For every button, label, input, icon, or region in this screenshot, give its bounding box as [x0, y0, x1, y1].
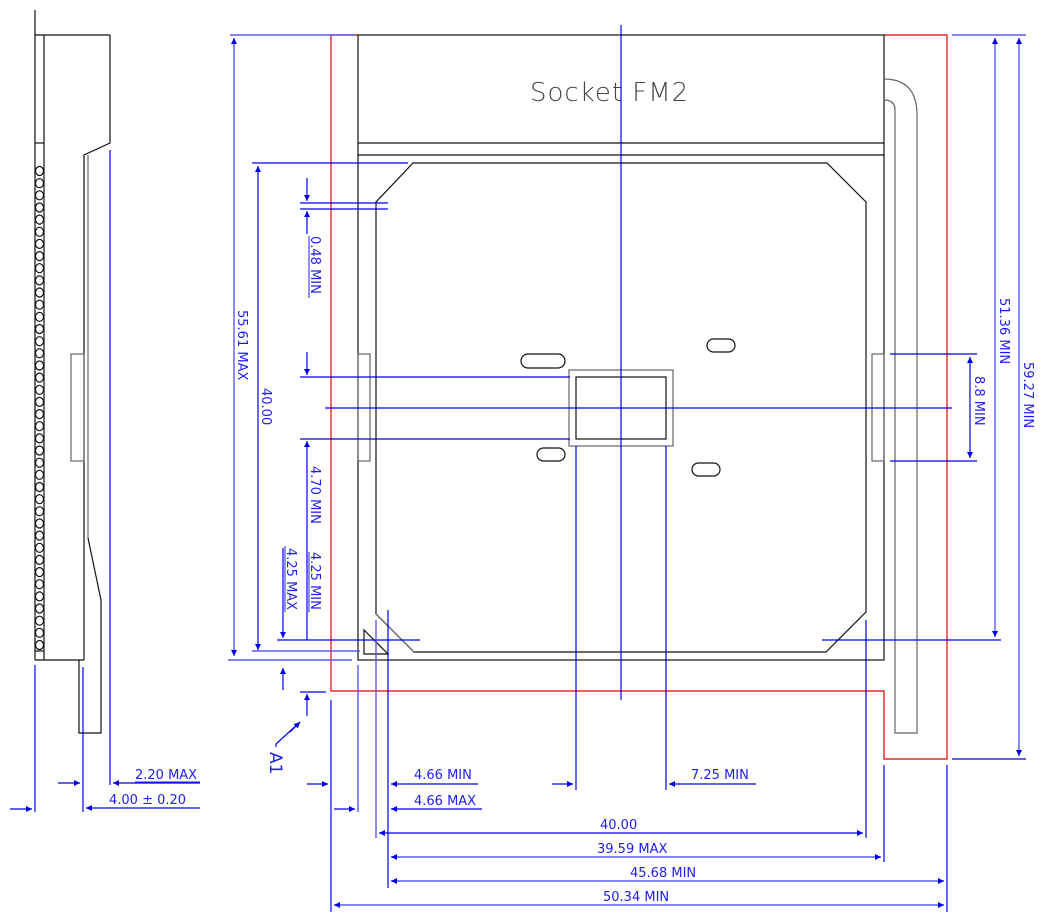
top-view: Socket FM2 55.61 MAX 40.00 0 [228, 25, 1035, 912]
dim-left-offset-min: 4.66 MIN [414, 768, 472, 783]
pin-hole [34, 372, 45, 383]
dim-overall-height: 55.61 MAX [234, 310, 249, 380]
keepout-outline [330, 34, 948, 760]
pin-hole [34, 287, 45, 298]
dim-corner-min: 4.25 MIN [307, 552, 322, 610]
dim-body-width: 39.59 MAX [597, 842, 667, 857]
pin-hole [34, 421, 45, 432]
dim-lever-window: 8.8 MIN [971, 376, 986, 426]
slot [691, 462, 721, 477]
pin-hole [34, 336, 45, 347]
pin-hole [34, 615, 45, 626]
pin1-marker-label: A1 [265, 752, 285, 774]
dim-height-above-board: 2.20 MAX [135, 768, 197, 783]
slot [520, 353, 566, 369]
pin-hole [34, 457, 45, 468]
slot [536, 447, 566, 462]
pin-hole [34, 178, 45, 189]
socket-lever [883, 78, 918, 734]
pin-hole [34, 481, 45, 493]
pin-hole [34, 627, 45, 638]
pin-hole [34, 396, 45, 407]
pin-hole [34, 566, 45, 578]
pin-hole [34, 311, 45, 322]
side-latch [70, 353, 85, 462]
dim-lever-height: 51.36 MIN [996, 298, 1011, 364]
pin-hole-column [34, 165, 45, 651]
pin-hole [34, 579, 45, 590]
pin-hole [34, 348, 45, 359]
pin-hole [34, 323, 45, 335]
pin-hole [34, 530, 45, 541]
pin-hole [34, 554, 45, 566]
pin-hole [34, 506, 45, 517]
pin-hole [34, 409, 45, 420]
pin-hole [34, 299, 45, 310]
dim-left-offset-max: 4.66 MAX [414, 794, 476, 809]
dim-chamfer-offset: 0.48 MIN [307, 236, 322, 294]
pin-hole [34, 518, 45, 529]
dim-lever-width: 45.68 MIN [630, 866, 696, 881]
dim-center-to-edge: 4.70 MIN [307, 466, 322, 524]
pin-hole [34, 445, 45, 456]
side-view: 2.20 MAX 4.00 ± 0.20 [10, 10, 200, 812]
dim-cavity-right: 7.25 MIN [691, 768, 749, 783]
pin-hole [34, 275, 45, 286]
pin-hole [34, 251, 45, 262]
pin-hole [34, 591, 45, 602]
drawing-title: Socket FM2 [530, 78, 689, 108]
pin-hole [34, 494, 45, 505]
pin-hole [34, 214, 45, 225]
dim-total-thickness: 4.00 ± 0.20 [109, 793, 186, 808]
slot [706, 338, 736, 353]
pin-hole [34, 384, 45, 395]
pin-hole [34, 360, 45, 371]
dim-corner-max: 4.25 MAX [283, 548, 298, 610]
pin-field-cavity [375, 162, 867, 653]
pin-hole [34, 603, 45, 614]
pin-hole [34, 190, 45, 201]
pin-hole [34, 542, 45, 553]
pin-hole [34, 165, 45, 177]
pin-hole [34, 226, 45, 237]
dim-keepout-height: 59.27 MIN [1020, 362, 1035, 428]
pin-hole [34, 433, 45, 444]
pin-hole [34, 639, 45, 651]
pin-hole [34, 263, 45, 274]
pin-hole [34, 469, 45, 480]
pin-hole [34, 202, 45, 213]
pin-hole [34, 238, 45, 249]
dim-pin-field-vertical: 40.00 [258, 388, 273, 425]
dim-pin-field-horizontal: 40.00 [600, 818, 637, 833]
dim-keepout-width: 50.34 MIN [603, 890, 669, 905]
